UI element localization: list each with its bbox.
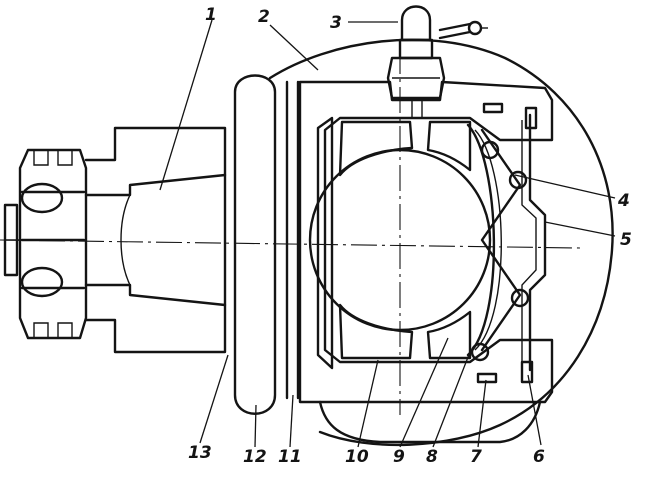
seal-top	[482, 102, 504, 114]
lower-insert	[426, 310, 472, 360]
callout-13: 13	[188, 443, 212, 463]
cover-plate	[528, 113, 547, 372]
callout-9: 9	[393, 447, 405, 467]
callout-5: 5	[620, 230, 632, 250]
cover-plate-inner	[521, 120, 537, 365]
callout-6: 6	[533, 447, 545, 467]
leader-lines	[159, 19, 616, 448]
callout-2: 2	[258, 7, 270, 27]
retaining-ring-bottom	[520, 360, 534, 384]
callout-4: 4	[617, 191, 630, 211]
callout-12: 12	[243, 447, 267, 467]
horizontal-axis	[0, 239, 581, 249]
dust-boot	[233, 74, 277, 415]
lever-outline	[268, 38, 614, 447]
bearing-liner-inner	[474, 129, 502, 351]
lower-liner	[338, 303, 414, 360]
upper-insert	[426, 120, 472, 172]
spring	[470, 128, 530, 362]
callout-3: 3	[330, 13, 342, 33]
callout-8: 8	[426, 447, 438, 467]
grease-nipple	[386, 5, 488, 118]
callout-7: 7	[470, 447, 482, 467]
callout-1: 1	[205, 5, 217, 25]
callout-10: 10	[345, 447, 369, 467]
seal-bottom	[476, 372, 498, 384]
castle-nut	[18, 148, 88, 340]
boot-ring	[285, 80, 300, 400]
ball-pin-shank	[84, 126, 227, 354]
upper-liner	[338, 120, 414, 177]
bearing-liner	[466, 123, 496, 357]
callout-11: 11	[278, 447, 302, 467]
retaining-ring-top	[524, 106, 538, 130]
